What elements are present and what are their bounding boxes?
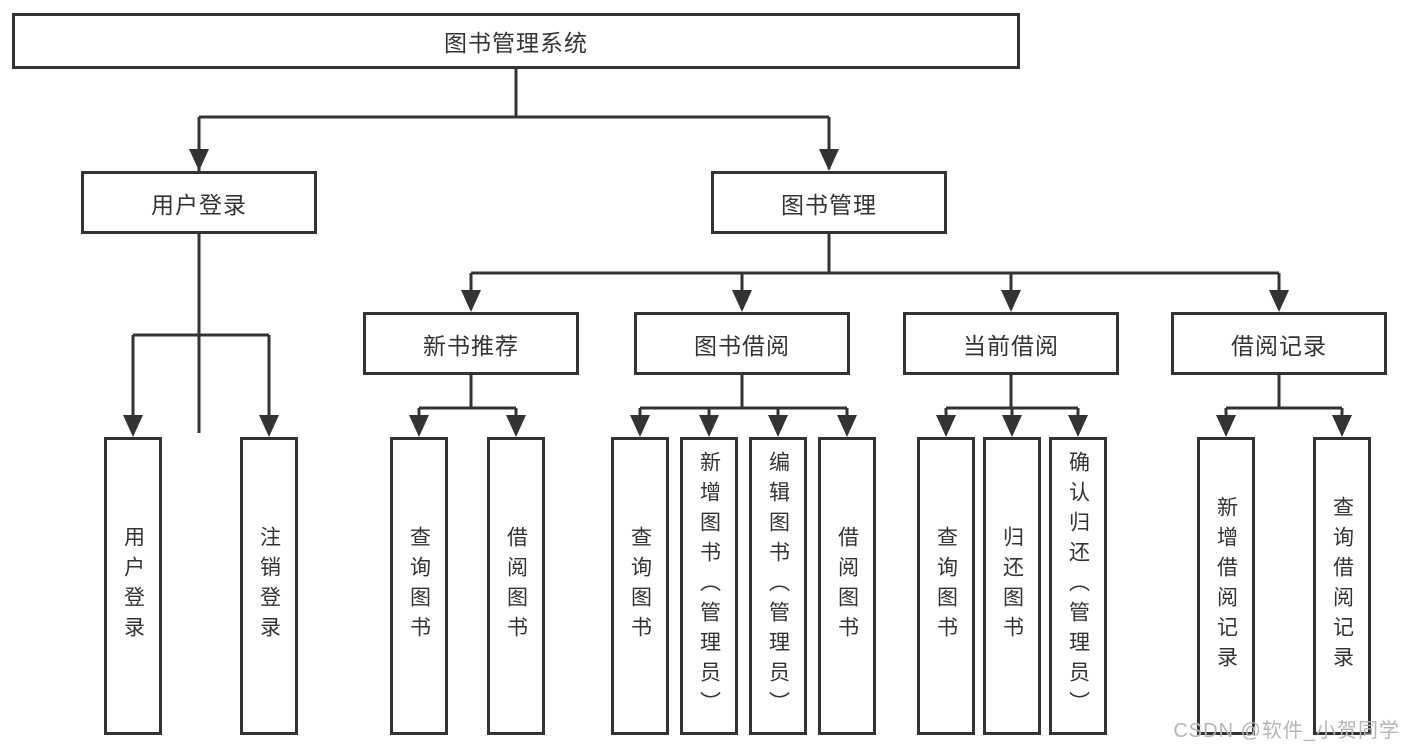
node-leaf-logout: 注销登录 [240,437,298,735]
connector-root-to-branches [197,69,831,433]
node-leaf-user-login: 用户登录 [104,437,162,735]
node-user-login-branch: 用户登录 [81,171,317,234]
node-leaf-edit-books-admin: 编辑图书（管理员） [749,437,807,735]
node-leaf-recommend-borrow-books: 借阅图书 [487,437,545,735]
node-leaf-query-borrow-record: 查询借阅记录 [1313,437,1371,735]
node-book-management-branch: 图书管理 [711,171,947,234]
node-leaf-borrow-query-books: 查询图书 [611,437,669,735]
node-leaf-return-books: 归还图书 [983,437,1041,735]
node-leaf-recommend-query-books: 查询图书 [390,437,448,735]
node-book-borrow: 图书借阅 [634,312,850,375]
arrowheads [123,149,1352,437]
node-new-book-recommend: 新书推荐 [363,312,579,375]
connector-user-children [131,234,271,433]
watermark: CSDN @软件_小贺同学 [1173,720,1400,742]
node-current-borrow: 当前借阅 [903,312,1119,375]
connector-borrow-children [638,375,849,433]
connector-books-sections [469,234,1281,308]
node-leaf-current-query-books: 查询图书 [917,437,975,735]
node-borrow-records: 借阅记录 [1171,312,1387,375]
node-leaf-add-books-admin: 新增图书（管理员） [680,437,738,735]
node-leaf-confirm-return-admin: 确认归还（管理员） [1049,437,1107,735]
node-root: 图书管理系统 [12,13,1020,69]
node-leaf-borrow-books: 借阅图书 [818,437,876,735]
node-leaf-add-borrow-record: 新增借阅记录 [1197,437,1255,735]
connector-records-children [1224,375,1344,433]
connector-recommend-children [417,375,518,433]
